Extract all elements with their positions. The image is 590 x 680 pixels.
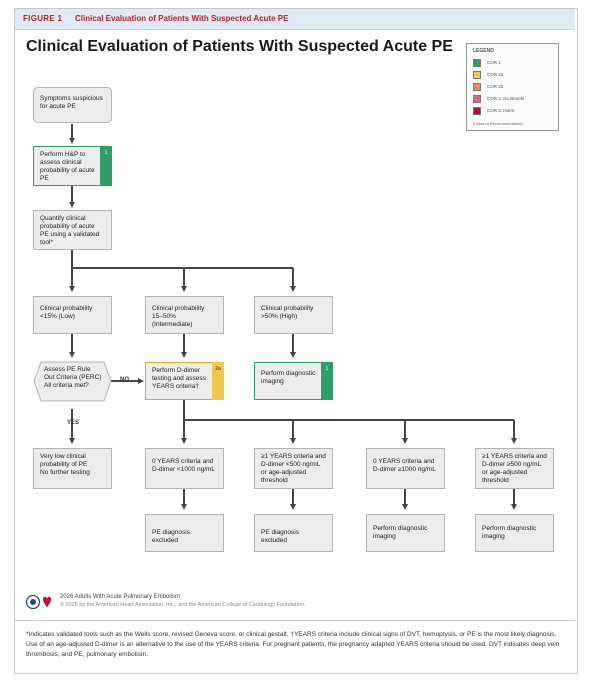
node-low-text: Clinical probability <15% (Low): [40, 305, 93, 320]
node-imaging-4: Perform diagnostic imaging: [475, 514, 554, 552]
node-hp: Perform H&P to assess clinical probabili…: [33, 146, 112, 186]
node-years0-lt1000-text: 0 YEARS criteria and D-dimer <1000 ng/mL: [152, 458, 216, 473]
aha-heart-logo: [43, 596, 51, 608]
node-intermediate-text: Clinical probability 15–50% (Intermediat…: [152, 305, 205, 328]
footnote-divider: [15, 620, 575, 621]
node-high: Clinical probability >50% (High): [254, 296, 333, 334]
figure-header: FIGURE 1 Clinical Evaluation of Patients…: [15, 9, 575, 30]
legend-title: LEGEND: [473, 48, 494, 54]
label-yes: YES: [67, 420, 80, 426]
footer-copyright: © 2026 by the American Heart Association…: [60, 602, 306, 608]
node-excluded-2-text: PE diagnosis excluded: [261, 529, 299, 544]
node-quantify-text: Quantify clinical probability of acute P…: [40, 215, 100, 246]
legend-label: COR 1: [487, 60, 501, 65]
node-imaging-3: Perform diagnostic imaging: [366, 514, 445, 552]
figure-footnote: *Indicates validated tools such as the W…: [26, 631, 560, 658]
legend-label: COR 3: No Benefit: [487, 96, 525, 101]
node-perc-text: Assess PE Rule Out Criteria (PERC) All c…: [44, 366, 102, 389]
node-imaging-3-text: Perform diagnostic imaging: [373, 525, 428, 540]
legend-swatch: [473, 71, 481, 79]
node-symptoms: Symptoms suspicious for acute PE: [33, 87, 112, 123]
acc-logo-center: [30, 599, 36, 605]
node-imaging-4-text: Perform diagnostic imaging: [482, 525, 537, 540]
cor-badge: 1: [100, 146, 112, 186]
node-low: Clinical probability <15% (Low): [33, 296, 112, 334]
footer-guideline-title: 2026 Adults With Acute Pulmonary Embolis…: [60, 594, 181, 600]
society-logos: [26, 594, 51, 610]
node-years0-ge1000-text: 0 YEARS criteria and D-dimer ≥1000 ng/mL: [373, 458, 436, 473]
node-perc: Assess PE Rule Out Criteria (PERC) All c…: [40, 364, 106, 400]
cor-badge: 2a: [212, 362, 224, 400]
node-years1-ge500: ≥1 YEARS criteria and D-dimer ≥500 ng/mL…: [475, 448, 554, 489]
node-imaging-high: Perform diagnostic imaging 1: [254, 362, 333, 400]
node-intermediate: Clinical probability 15–50% (Intermediat…: [145, 296, 224, 334]
legend-swatch: [473, 95, 481, 103]
node-excluded-1-text: PE diagnosis excluded: [152, 529, 190, 544]
figure-label: FIGURE 1: [23, 14, 63, 23]
node-years0-lt1000: 0 YEARS criteria and D-dimer <1000 ng/mL: [145, 448, 224, 489]
figure-header-title: Clinical Evaluation of Patients With Sus…: [75, 14, 289, 23]
page-title: Clinical Evaluation of Patients With Sus…: [26, 38, 453, 55]
node-very-low: Very low clinical probability of PE No f…: [33, 448, 112, 489]
legend-label: COR 2b: [487, 84, 504, 89]
node-years1-lt500: ≥1 YEARS criteria and D-dimer <500 ng/mL…: [254, 448, 333, 489]
node-ddimer: Perform D-dimer testing and assess YEARS…: [145, 362, 224, 400]
node-quantify: Quantify clinical probability of acute P…: [33, 210, 112, 250]
node-hp-text: Perform H&P to assess clinical probabili…: [40, 151, 95, 182]
node-symptoms-text: Symptoms suspicious for acute PE: [40, 95, 103, 110]
legend-label: COR 2a: [487, 72, 504, 77]
node-years1-ge500-text: ≥1 YEARS criteria and D-dimer ≥500 ng/mL…: [482, 453, 547, 484]
legend-footnote: (Class of Recommendation): [473, 121, 523, 126]
legend-swatch: [473, 107, 481, 115]
legend: LEGEND COR 1 COR 2a COR 2b COR 3: No Ben…: [466, 43, 559, 131]
legend-label: COR 3: Harm: [487, 108, 515, 113]
node-years1-lt500-text: ≥1 YEARS criteria and D-dimer <500 ng/mL…: [261, 453, 326, 484]
cor-badge: 1: [321, 362, 333, 400]
node-very-low-text: Very low clinical probability of PE No f…: [40, 453, 90, 476]
node-excluded-2: PE diagnosis excluded: [254, 514, 333, 552]
legend-swatch: [473, 59, 481, 67]
node-excluded-1: PE diagnosis excluded: [145, 514, 224, 552]
node-imaging-high-text: Perform diagnostic imaging: [261, 370, 316, 385]
node-high-text: Clinical probability >50% (High): [261, 305, 314, 320]
node-years0-ge1000: 0 YEARS criteria and D-dimer ≥1000 ng/mL: [366, 448, 445, 489]
label-no: NO: [120, 377, 129, 383]
node-ddimer-text: Perform D-dimer testing and assess YEARS…: [152, 367, 206, 390]
legend-swatch: [473, 83, 481, 91]
